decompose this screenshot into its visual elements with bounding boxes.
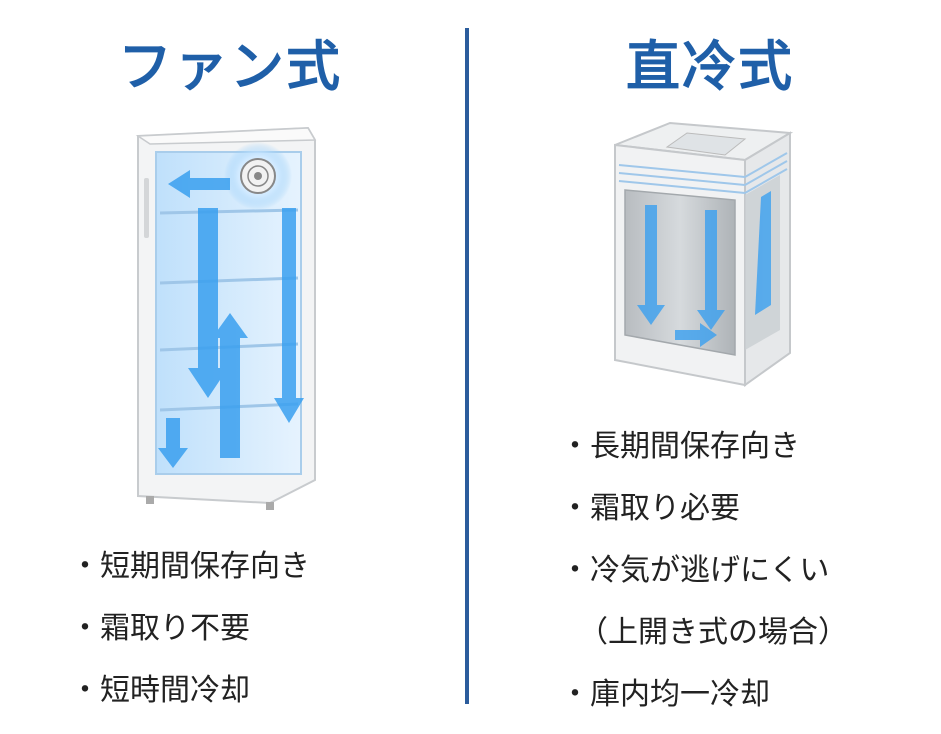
feature-note: （上開き式の場合） (578, 615, 848, 650)
fan-type-features: ・短期間保存向き ・霜取り不要 ・短時間冷却 (70, 536, 310, 722)
fan-fridge-illustration (135, 126, 317, 510)
feature-item: ・長期間保存向き (560, 429, 800, 464)
direct-cooling-title: 直冷式 (626, 35, 794, 98)
feature-item: ・庫内均一冷却 (560, 677, 770, 712)
feature-item: ・冷気が逃げにくい (560, 553, 830, 588)
feature-item: ・短時間冷却 (70, 673, 250, 708)
center-divider (465, 28, 469, 704)
feature-item: ・霜取り不要 (70, 611, 250, 646)
direct-cooling-fridge-illustration (614, 121, 794, 387)
feature-item: ・短期間保存向き (70, 549, 310, 584)
direct-cooling-features: ・長期間保存向き ・霜取り必要 ・冷気が逃げにくい （上開き式の場合） ・庫内均… (560, 416, 848, 726)
fan-type-title: ファン式 (118, 35, 342, 98)
feature-item: ・霜取り必要 (560, 491, 740, 526)
